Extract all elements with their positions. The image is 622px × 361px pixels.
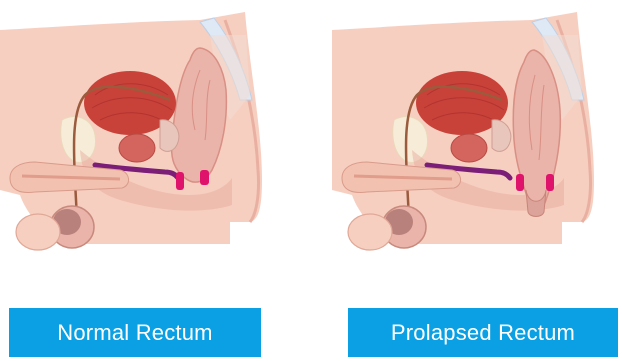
scrotum-sac — [348, 214, 392, 250]
prolapsed-anatomy-illustration — [332, 0, 622, 270]
prostate — [451, 134, 487, 162]
anal-sphincter — [176, 172, 184, 190]
prolapsed-rectum-panel: Prolapsed Rectum — [332, 0, 622, 361]
anal-sphincter-2 — [200, 170, 209, 185]
prolapsed-rectum-label: Prolapsed Rectum — [348, 308, 618, 357]
prostate — [119, 134, 155, 162]
scrotum-sac — [16, 214, 60, 250]
normal-rectum-panel: Normal Rectum — [0, 0, 290, 361]
normal-rectum-label: Normal Rectum — [9, 308, 261, 357]
anal-sphincter-2 — [546, 174, 554, 191]
normal-anatomy-illustration — [0, 0, 290, 270]
anal-sphincter — [516, 174, 524, 191]
